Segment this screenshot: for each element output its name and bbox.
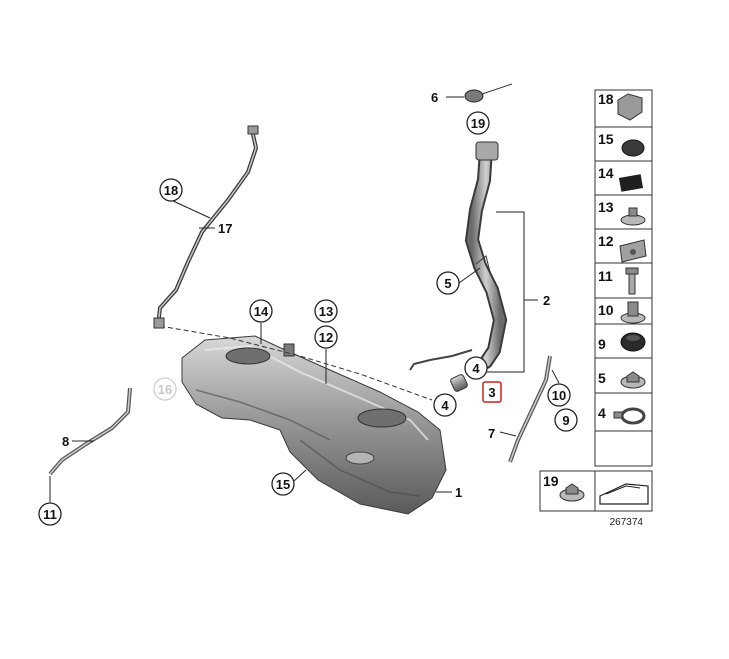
svg-text:19: 19 — [471, 116, 485, 131]
callout-5: 5 — [436, 271, 460, 295]
svg-text:11: 11 — [43, 507, 57, 522]
parts-cell-9: 9 — [598, 332, 646, 352]
svg-text:13: 13 — [598, 199, 614, 215]
callout-8: 8 — [62, 434, 69, 449]
svg-text:15: 15 — [598, 131, 614, 147]
parts-cell-blank — [599, 483, 649, 505]
parts-cell-15: 15 — [598, 131, 645, 157]
parts-cell-12: 12 — [598, 233, 647, 263]
callout-15: 15 — [271, 472, 295, 496]
svg-text:11: 11 — [598, 268, 613, 284]
callout-16: 16 — [153, 377, 177, 401]
callout-7: 7 — [488, 426, 495, 441]
svg-text:12: 12 — [319, 330, 333, 345]
bracket-2 — [484, 211, 538, 373]
fuel-tank — [181, 335, 447, 515]
svg-text:4: 4 — [441, 398, 449, 413]
parts-cell-18: 18 — [598, 91, 643, 121]
filler-cap — [446, 83, 513, 103]
callouts: 18 14 13 12 16 15 11 19 5 4 4 10 9 3 17 … — [38, 90, 578, 526]
svg-text:5: 5 — [598, 370, 606, 386]
callout-2: 2 — [543, 293, 550, 308]
hose-piece — [450, 374, 468, 392]
callout-12: 12 — [314, 325, 338, 349]
callout-4-lower: 4 — [433, 393, 457, 417]
svg-text:18: 18 — [164, 183, 178, 198]
svg-text:4: 4 — [472, 361, 480, 376]
parts-cell-10: 10 — [598, 301, 646, 324]
callout-19: 19 — [466, 111, 490, 135]
parts-panel: 18 15 14 13 12 11 10 — [539, 89, 653, 528]
callout-9: 9 — [554, 408, 578, 432]
svg-text:10: 10 — [598, 302, 614, 318]
svg-text:14: 14 — [598, 165, 614, 181]
callout-1: 1 — [455, 485, 462, 500]
svg-text:13: 13 — [319, 304, 333, 319]
callout-10: 10 — [547, 383, 571, 407]
callout-4-upper: 4 — [464, 356, 488, 380]
svg-text:3: 3 — [488, 385, 495, 400]
parts-cell-19: 19 — [543, 473, 585, 502]
svg-text:16: 16 — [158, 382, 172, 397]
callout-13: 13 — [314, 299, 338, 323]
svg-text:9: 9 — [562, 413, 569, 428]
catalog-number: 267374 — [610, 517, 644, 528]
svg-text:19: 19 — [543, 473, 559, 489]
parts-cell-11: 11 — [598, 267, 639, 295]
tension-strap-7 — [499, 355, 552, 463]
callout-17: 17 — [218, 221, 232, 236]
callout-14: 14 — [249, 299, 273, 323]
callout-11: 11 — [38, 502, 62, 526]
parts-cell-5: 5 — [598, 370, 646, 389]
callout-3-highlight: 3 — [482, 381, 502, 403]
svg-text:18: 18 — [598, 91, 614, 107]
parts-cell-14: 14 — [598, 165, 644, 192]
svg-text:15: 15 — [276, 477, 290, 492]
filler-pipe — [409, 141, 508, 371]
vent-hose — [153, 125, 259, 329]
callout-6: 6 — [431, 90, 438, 105]
svg-text:14: 14 — [254, 304, 269, 319]
callout-18: 18 — [159, 178, 183, 202]
svg-text:12: 12 — [598, 233, 614, 249]
svg-text:10: 10 — [552, 388, 566, 403]
svg-text:9: 9 — [598, 336, 606, 352]
parts-cell-13: 13 — [598, 199, 646, 226]
parts-cell-4: 4 — [598, 405, 646, 425]
tension-strap-8 — [48, 387, 132, 502]
svg-text:4: 4 — [598, 405, 606, 421]
leader-lines — [170, 199, 560, 493]
svg-text:5: 5 — [444, 276, 451, 291]
